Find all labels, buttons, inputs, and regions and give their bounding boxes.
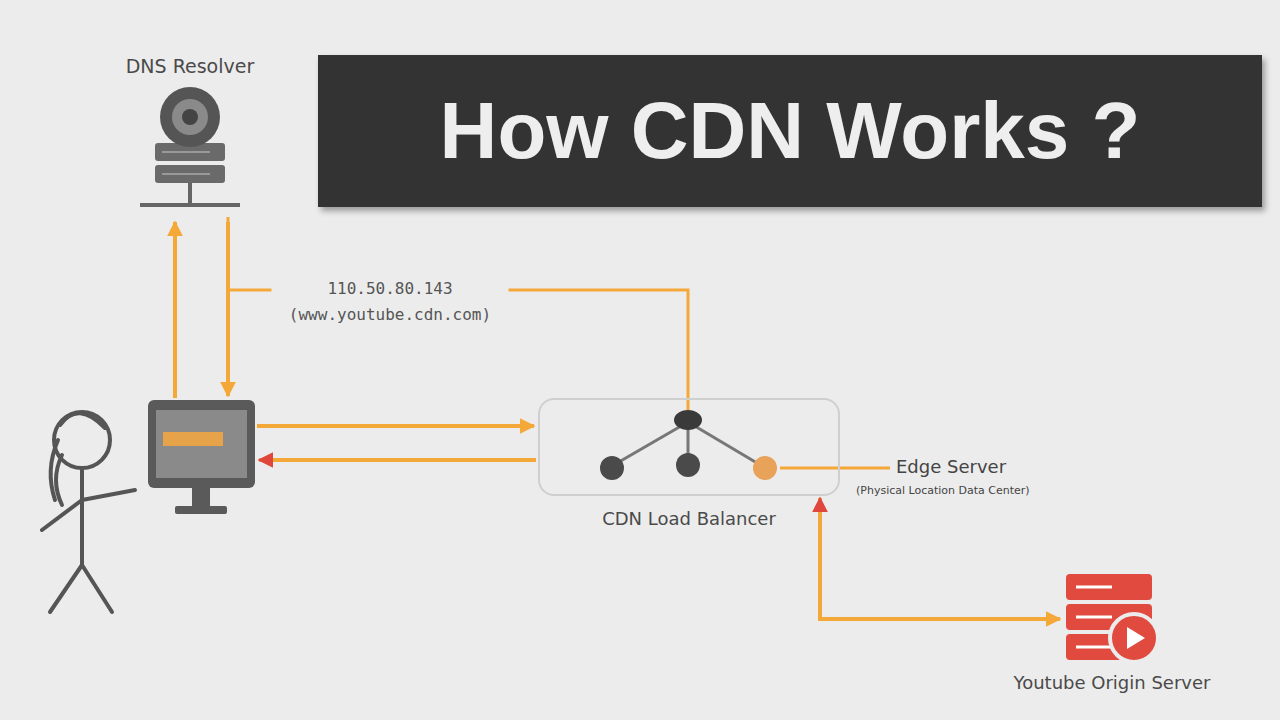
title-text: How CDN Works ?	[440, 85, 1141, 177]
dns-server-icon	[92, 55, 288, 217]
edge-label: 110.50.80.143 (www.youtube.cdn.com)	[272, 274, 509, 329]
connector	[228, 217, 688, 410]
edge-server-cluster	[600, 410, 890, 480]
stick-figure	[42, 412, 135, 612]
origin-server: Youtube Origin Server	[1062, 572, 1162, 666]
edge-server-label: Edge Server	[896, 456, 1006, 477]
computer-monitor	[148, 400, 255, 514]
node-label: DNS Resolver	[92, 55, 288, 77]
title-bar: How CDN Works ?	[318, 55, 1262, 207]
origin-server-icon	[1062, 572, 1162, 666]
edge-server-note: (Physical Location Data Center)	[856, 484, 1030, 497]
node-label: CDN Load Balancer	[602, 508, 776, 529]
dns-resolver: DNS Resolver	[92, 55, 288, 217]
connector	[820, 498, 1060, 619]
node-label: Youtube Origin Server	[1014, 672, 1211, 693]
load-balancer-box: CDN Load Balancer	[538, 398, 840, 496]
